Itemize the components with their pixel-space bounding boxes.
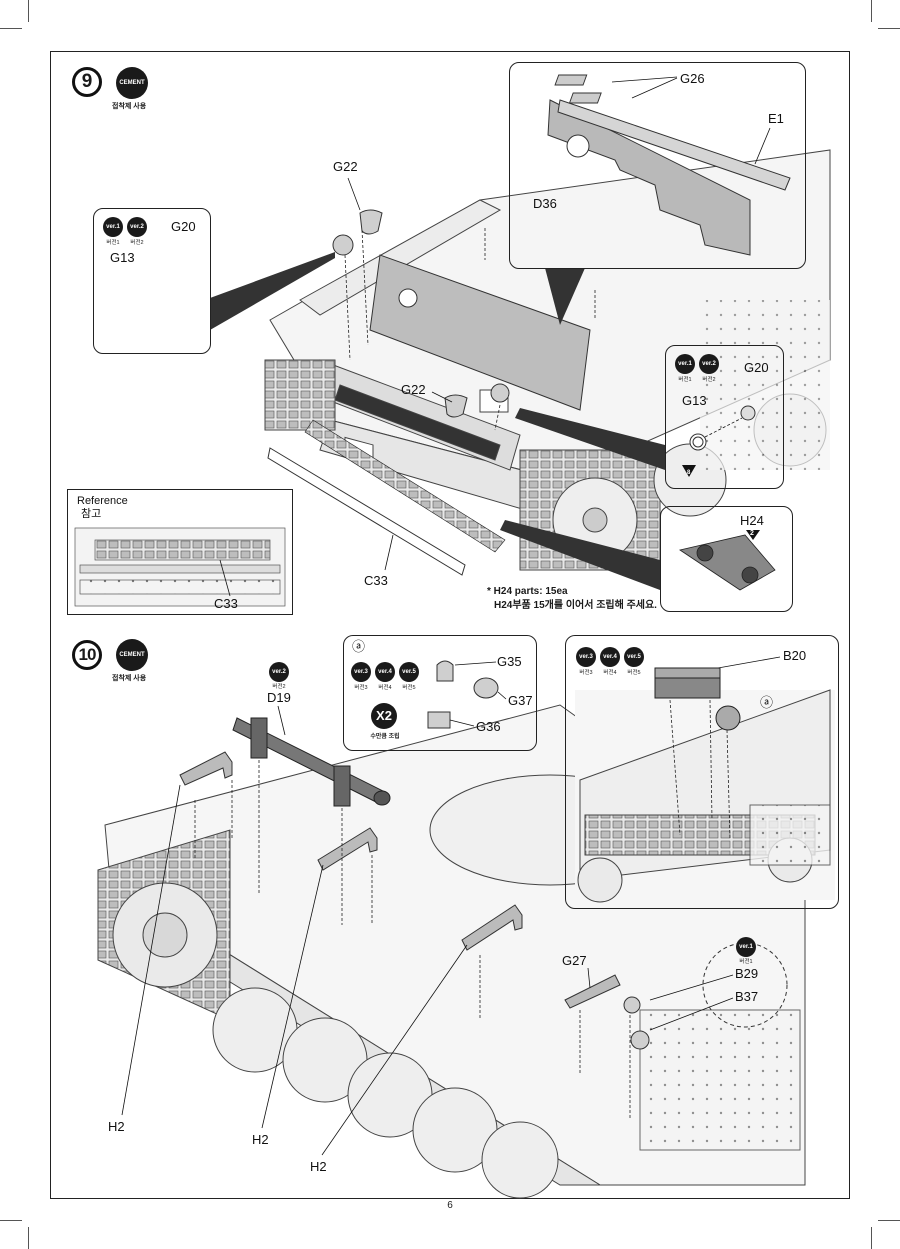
version-caption: 버전3 [579, 670, 593, 676]
version-caption: 버전1 [678, 377, 692, 383]
cement-badge: CEMENT [116, 67, 148, 99]
crop-mark [28, 0, 29, 22]
crop-mark [871, 0, 872, 22]
b20-drawing [575, 667, 835, 903]
version-badge: ver.4 [375, 662, 395, 682]
step9-inset-left-marker: 8 [115, 336, 119, 342]
part-label-g36: G36 [476, 719, 501, 734]
version-caption: 버전2 [272, 684, 286, 690]
inset-a-circle-label: ⓐ [352, 639, 366, 654]
h24-note-line1: * H24 parts: 15ea [487, 586, 568, 597]
cement-caption: 접착제 사용 [112, 675, 147, 682]
version-badge: ver.1 [675, 354, 695, 374]
crop-mark [878, 28, 900, 29]
part-label-e1: E1 [768, 111, 784, 126]
crop-mark [871, 1227, 872, 1249]
version-caption: 버전4 [603, 670, 617, 676]
reference-title-ko: 참고 [81, 508, 102, 520]
h24-marker: 2 [750, 530, 754, 537]
h24-note-line2: H24부품 15개를 이어서 조립해 주세요. [494, 600, 657, 611]
part-label-d36: D36 [533, 196, 557, 211]
d36-plate [547, 74, 791, 256]
part-label-h2: H2 [108, 1119, 125, 1134]
step9-inset-right: ver.1 버전1 ver.2 버전2 8 [665, 345, 784, 489]
page-number: 6 [447, 1200, 453, 1211]
part-label-d19: D19 [267, 690, 291, 705]
step9-inset-top [509, 62, 806, 269]
version-badge: ver.5 [399, 662, 419, 682]
part-label-g20: G20 [744, 360, 769, 375]
version-badge: ver.3 [576, 647, 596, 667]
part-label-c33: C33 [364, 573, 388, 588]
inset-b20: ver.3 버전3 ver.4 버전4 ver.5 버전5 [565, 635, 839, 909]
version-caption: 버전1 [739, 959, 753, 965]
x2-badge: X2 [371, 703, 397, 729]
step10-number: 10 [72, 640, 102, 670]
x2-caption: 수만큼 조립 [370, 734, 400, 740]
version-badge: ver.1 [736, 937, 756, 957]
cement-badge: CEMENT [116, 639, 148, 671]
part-label-b37: B37 [735, 989, 759, 1004]
cement-caption: 접착제 사용 [112, 103, 147, 110]
version-caption: 버전3 [354, 685, 368, 691]
crop-mark [0, 28, 22, 29]
version-badge: ver.2 [269, 662, 289, 682]
part-label-g20: G20 [171, 219, 196, 234]
crop-mark [0, 1220, 22, 1221]
part-label-h2: H2 [310, 1159, 327, 1174]
version-caption: 버전2 [702, 377, 716, 383]
version-caption: 버전1 [106, 240, 120, 246]
part-label-g26: G26 [680, 71, 705, 86]
step9-inset-left: ver.1 버전1 ver.2 버전2 8 [93, 208, 211, 354]
version-caption: 버전2 [130, 240, 144, 246]
part-label-g22: G22 [401, 382, 426, 397]
part-label-c33-reference: C33 [214, 596, 238, 611]
part-label-g35: G35 [497, 654, 522, 669]
version-badge: ver.1 [103, 217, 123, 237]
part-label-g13: G13 [110, 250, 135, 265]
version-caption: 버전5 [627, 670, 641, 676]
part-label-h24: H24 [740, 513, 764, 528]
version-badge: ver.5 [624, 647, 644, 667]
h24-inset [660, 506, 793, 612]
step9-hull [264, 149, 831, 571]
page-frame [50, 51, 850, 1199]
crop-mark [28, 1227, 29, 1249]
inset-a: ⓐ ver.3 버전3 ver.4 버전4 ver.5 버전5 X2 수만큼 조… [343, 635, 537, 751]
b20-circle-label: ⓐ [760, 695, 774, 710]
part-label-g27: G27 [562, 953, 587, 968]
part-label-g22: G22 [333, 159, 358, 174]
version-caption: 버전4 [378, 685, 392, 691]
part-label-g13: G13 [682, 393, 707, 408]
version-badge: ver.3 [351, 662, 371, 682]
version-badge: ver.2 [699, 354, 719, 374]
g22-part [359, 209, 383, 235]
part-label-g37: G37 [508, 693, 533, 708]
part-label-b20: B20 [783, 648, 807, 663]
version-badge: ver.4 [600, 647, 620, 667]
version-caption: 버전5 [402, 685, 416, 691]
reference-box: Reference 참고 [67, 489, 293, 615]
step9-number: 9 [72, 67, 102, 97]
reference-drawing [74, 527, 286, 607]
part-label-b29: B29 [735, 966, 759, 981]
crop-mark [878, 1220, 900, 1221]
track-links [304, 419, 506, 553]
reference-title: Reference [77, 495, 128, 507]
part-label-h2: H2 [252, 1132, 269, 1147]
version-badge: ver.2 [127, 217, 147, 237]
step9-inset-right-marker: 8 [687, 470, 691, 476]
